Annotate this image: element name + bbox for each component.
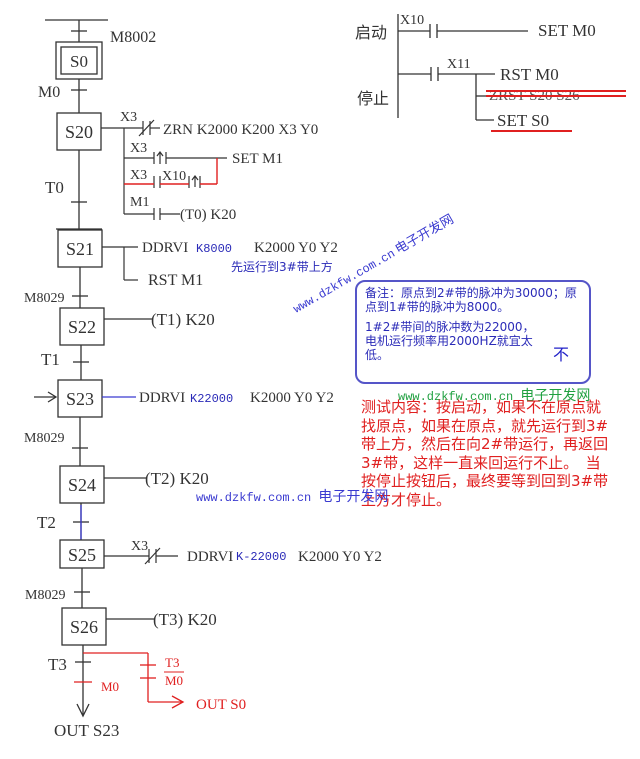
ddrvi-operands: K2000 Y0 Y2 — [254, 240, 338, 256]
watermark-cn: 电子开发网 — [520, 388, 591, 404]
contact-label-x11: X11 — [447, 57, 471, 72]
pulse-count-value: K8000 — [196, 242, 232, 256]
step-label: S20 — [65, 122, 93, 142]
transition-labels: M8002 M0 T0 M8029 T1 M8029 T2 M8029 T3 — [24, 29, 156, 674]
rst-m0-instruction: RST M0 — [500, 65, 559, 84]
contact-label-m0: M0 — [101, 679, 119, 694]
ddrvi-instruction: DDRVI — [142, 240, 188, 256]
s25-action-rung — [104, 547, 178, 565]
watermark-green: www.dzkfw.com.cn 电子开发网 — [398, 385, 590, 405]
ddrvi-instruction: DDRVI — [139, 390, 185, 406]
transition-label-m8029: M8029 — [25, 588, 65, 603]
step-label: S0 — [70, 52, 88, 71]
step-label: S21 — [66, 239, 94, 259]
watermark-url: www.dzkfw.com.cn — [196, 491, 312, 505]
watermark-cn: 电子开发网 — [318, 489, 389, 505]
red-branch-labels: M0 T3 M0 OUT S0 — [101, 655, 246, 713]
t0-timer-coil: (T0) K20 — [180, 207, 236, 223]
note-line-2: 1#2#带间的脉冲数为22000，电机运行频率用2000HZ就宜太低。 — [365, 320, 535, 362]
watermark-cn: 电子开发网 — [392, 211, 456, 257]
pulse-count-value: K-22000 — [236, 550, 286, 564]
contact-label-x3: X3 — [130, 168, 147, 183]
contact-label-t3: T3 — [165, 655, 179, 670]
stop-label: 停止 — [357, 89, 389, 108]
s21-action-rungs — [102, 246, 138, 281]
ddrvi-instruction: DDRVI — [187, 549, 233, 565]
t3-timer-coil: (T3) K20 — [153, 610, 217, 629]
arrow-down-icon — [76, 703, 90, 718]
set-s0-instruction: SET S0 — [497, 111, 549, 130]
ddrvi-operands: K2000 Y0 Y2 — [250, 390, 334, 406]
step-label: S26 — [70, 617, 98, 637]
contact-label-m0-bar: M0 — [165, 673, 183, 688]
step-s24[interactable]: S24 — [59, 465, 105, 504]
entry-arrow-icon — [34, 391, 58, 403]
transition-label-t1: T1 — [41, 350, 60, 369]
step-s23[interactable]: S23 — [57, 379, 103, 418]
step-label: S25 — [68, 545, 96, 565]
transition-label-m8002: M8002 — [110, 29, 156, 46]
step-s21[interactable]: S21 — [57, 229, 103, 268]
step-s25[interactable]: S25 — [59, 539, 105, 569]
step-label: S22 — [68, 317, 96, 337]
t2-timer-coil: (T2) K20 — [145, 469, 209, 488]
start-label: 启动 — [355, 23, 387, 42]
ddrvi-operands: K2000 Y0 Y2 — [298, 549, 382, 565]
transition-label-m8029: M8029 — [24, 431, 64, 446]
watermark-blue: www.dzkfw.com.cn 电子开发网 — [196, 486, 388, 506]
step-s22[interactable]: S22 — [59, 307, 105, 346]
pulse-count-value: K22000 — [190, 392, 233, 406]
out-s23-label: OUT S23 — [54, 721, 119, 740]
step-s0[interactable]: S0 — [55, 41, 103, 80]
step-label: S24 — [68, 475, 96, 495]
zrn-instruction: ZRN K2000 K200 X3 Y0 — [163, 122, 318, 138]
step-s26[interactable]: S26 — [61, 607, 107, 646]
contact-label-x10: X10 — [162, 169, 186, 184]
contact-label-x3-rise: X3 — [130, 141, 147, 156]
rst-m1-instruction: RST M1 — [148, 272, 203, 289]
set-m1-instruction: SET M1 — [232, 151, 283, 167]
note-box: 备注：原点到2#带的脉冲为30000；原点到1#带的脉冲为8000。 1#2#带… — [355, 280, 591, 384]
contact-label-x3: X3 — [120, 110, 137, 125]
s21-note: 先运行到3#带上方 — [231, 259, 333, 274]
red-stop-branch — [74, 652, 185, 709]
note-inserted-char: 不 — [553, 345, 570, 364]
s20-action-labels: X3 ZRN K2000 K200 X3 Y0 X3 SET M1 X3 X10… — [120, 110, 318, 223]
step-label: S23 — [66, 389, 94, 409]
contact-label-m1: M1 — [130, 195, 149, 210]
transition-label-t2: T2 — [37, 513, 56, 532]
sfc-spine — [45, 19, 108, 715]
transition-label-t0: T0 — [45, 178, 64, 197]
transition-label-m8029: M8029 — [24, 291, 64, 306]
contact-label-x10: X10 — [400, 13, 424, 28]
note-line-1: 备注：原点到2#带的脉冲为30000；原点到1#带的脉冲为8000。 — [365, 286, 577, 314]
out-s0-label: OUT S0 — [196, 697, 246, 713]
watermark-url: www.dzkfw.com.cn — [398, 390, 514, 404]
transition-label-m0: M0 — [38, 84, 60, 101]
transition-label-t3: T3 — [48, 655, 67, 674]
contact-label-x3: X3 — [131, 539, 148, 554]
step-s20[interactable]: S20 — [56, 112, 102, 151]
set-m0-instruction: SET M0 — [538, 21, 596, 40]
t1-timer-coil: (T1) K20 — [151, 310, 215, 329]
s20-red-branch — [124, 158, 218, 185]
test-description: 测试内容：按启动，如果不在原点就找原点，如果在原点，就先运行到3#带上方，然后在… — [361, 398, 609, 509]
